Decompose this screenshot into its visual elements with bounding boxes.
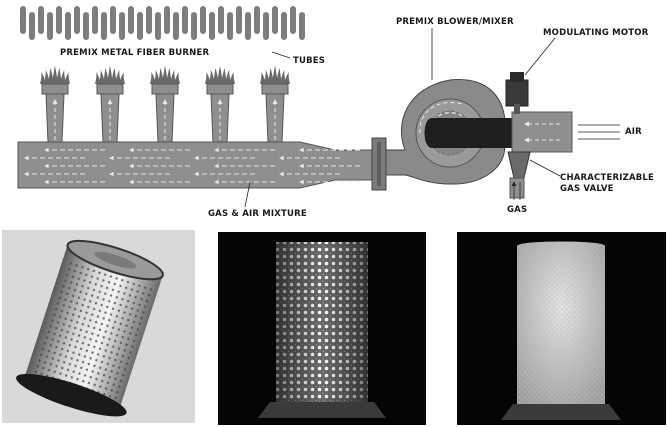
burner-head	[150, 66, 180, 143]
tube	[29, 12, 35, 40]
burner-head	[40, 66, 70, 143]
cylindrical-burner-photo	[2, 230, 195, 423]
label-valve-line2: GAS VALVE	[560, 184, 614, 194]
label-tubes: TUBES	[293, 56, 325, 66]
tube	[119, 12, 125, 40]
characterizable-gas-valve	[507, 151, 531, 200]
burner-head	[205, 66, 235, 143]
tube	[263, 12, 269, 40]
modulating-motor	[505, 72, 529, 114]
tube	[227, 12, 233, 40]
burner-base	[501, 404, 621, 420]
tube	[173, 12, 179, 40]
tube	[281, 12, 287, 40]
tube	[101, 12, 107, 40]
burner-mounting-flange	[16, 373, 127, 417]
premix-burner-diagram: PREMIX METAL FIBER BURNER TUBES PREMIX B…	[17, 6, 654, 219]
tube	[56, 6, 62, 34]
mixture-flow-arrows	[24, 147, 360, 185]
burner-head	[260, 66, 290, 143]
tube	[191, 12, 197, 40]
tube	[155, 12, 161, 40]
air-inlet-pipe	[511, 111, 573, 153]
tube	[47, 12, 53, 40]
tube	[299, 12, 305, 40]
label-blower: PREMIX BLOWER/MIXER	[396, 17, 514, 27]
tube	[38, 6, 44, 34]
tube	[137, 12, 143, 40]
label-valve-line1: CHARACTERIZABLE	[560, 173, 654, 183]
tube	[209, 12, 215, 40]
tube	[164, 6, 170, 34]
tube	[272, 6, 278, 34]
tube	[20, 6, 26, 34]
tube	[200, 6, 206, 34]
label-gas: GAS	[507, 205, 527, 215]
label-mixture: GAS & AIR MIXTURE	[208, 209, 307, 219]
tube	[236, 6, 242, 34]
tube	[92, 6, 98, 34]
tubes-row	[20, 6, 305, 40]
tube	[128, 6, 134, 34]
burner-glow-blue-flame-photo	[457, 232, 666, 425]
burner-heads	[40, 66, 290, 143]
tube	[290, 6, 296, 34]
burner-head	[95, 66, 125, 143]
label-air: AIR	[625, 127, 642, 137]
duct-flange-inner	[377, 142, 381, 186]
label-burner: PREMIX METAL FIBER BURNER	[60, 48, 209, 58]
tube	[245, 12, 251, 40]
tube	[182, 6, 188, 34]
burner-base	[258, 402, 386, 418]
tube	[146, 6, 152, 34]
tube	[254, 6, 260, 34]
label-motor: MODULATING MOTOR	[543, 28, 649, 38]
burner-glow-radiant-photo	[218, 232, 426, 425]
tube	[110, 6, 116, 34]
tube	[74, 6, 80, 34]
tube	[83, 12, 89, 40]
gas-air-duct	[17, 141, 373, 189]
tube	[218, 6, 224, 34]
tube	[65, 12, 71, 40]
